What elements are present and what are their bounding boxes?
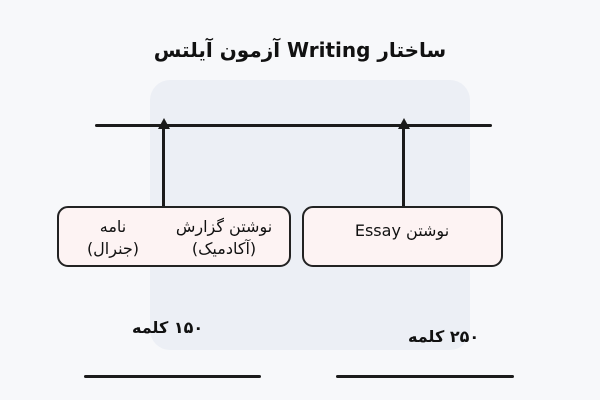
academic-line1: نوشتن گزارش [175, 217, 273, 236]
connector-left [162, 128, 165, 206]
arrow-up-icon [398, 118, 410, 129]
task1-word-count: ۱۵۰ کلمه [132, 318, 204, 337]
task2-box: نوشتن Essay [302, 206, 503, 267]
academic-line2: (آکادمیک) [191, 239, 257, 258]
task1-box: نوشتن گزارش (آکادمیک) نامه (جنرال) [57, 206, 291, 267]
underline-left [84, 375, 261, 378]
top-horizontal-line [95, 124, 492, 127]
general-line2: (جنرال) [86, 239, 140, 258]
arrow-up-icon [158, 118, 170, 129]
essay-label: نوشتن Essay [354, 221, 450, 240]
general-label: نامه (جنرال) [73, 216, 153, 260]
diagram-title: ساختار Writing آزمون آیلتس [153, 38, 447, 62]
connector-right [402, 128, 405, 206]
underline-right [336, 375, 514, 378]
task2-word-count: ۲۵۰ کلمه [408, 327, 480, 346]
academic-label: نوشتن گزارش (آکادمیک) [159, 216, 289, 260]
general-line1: نامه [99, 217, 127, 236]
